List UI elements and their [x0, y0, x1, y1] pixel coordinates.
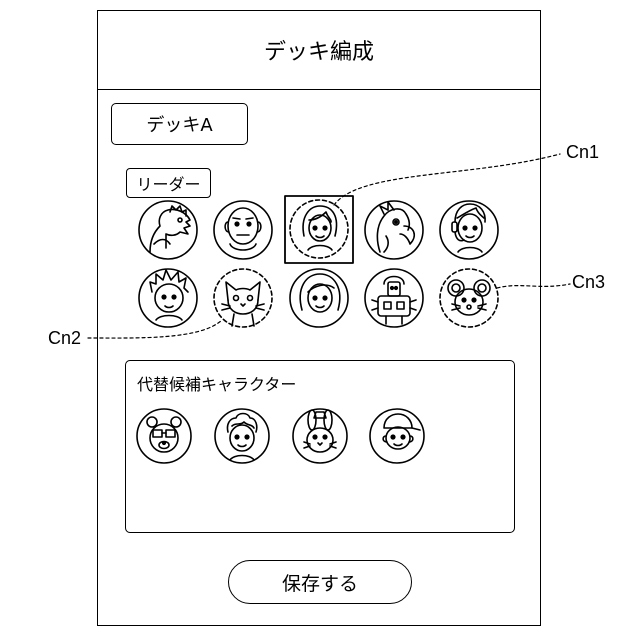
- girl-avatar-icon: [303, 206, 336, 250]
- cat-avatar-icon: [222, 282, 264, 326]
- callout-cn2: Cn2: [48, 328, 81, 349]
- callout-line-cn2: [88, 320, 222, 338]
- woman-avatar-icon: [300, 274, 340, 312]
- deck-slot-1[interactable]: [139, 201, 197, 259]
- deck-slot-3[interactable]: [290, 200, 348, 258]
- cap-boy-avatar-icon: [383, 414, 420, 449]
- rabbit-avatar-icon: [304, 410, 336, 452]
- substitute-slot-1[interactable]: [137, 409, 191, 463]
- substitute-slot-3[interactable]: [293, 409, 347, 463]
- parrot-avatar-icon: [377, 202, 414, 252]
- deck-slot-10[interactable]: [440, 269, 498, 327]
- deck-slot-6[interactable]: [139, 269, 197, 327]
- deck-slot-5[interactable]: [440, 201, 498, 259]
- deck-slot-8[interactable]: [290, 269, 348, 327]
- spiky-hair-boy-avatar-icon: [150, 270, 188, 320]
- substitute-slot-4[interactable]: [370, 409, 424, 463]
- dinosaur-avatar-icon: [150, 206, 190, 252]
- bald-man-avatar-icon: [225, 208, 261, 250]
- deck-slot-9[interactable]: [365, 269, 423, 327]
- robot-avatar-icon: [372, 277, 416, 325]
- curly-hair-boy-avatar-icon: [227, 414, 256, 461]
- substitute-slot-2[interactable]: [215, 409, 269, 463]
- callout-line-cn1: [334, 154, 560, 205]
- mouse-avatar-icon: [448, 280, 490, 315]
- bear-avatar-icon: [147, 417, 181, 452]
- deck-slot-4[interactable]: [365, 201, 423, 259]
- deck-slot-2[interactable]: [214, 201, 272, 259]
- callout-line-cn3: [497, 284, 570, 288]
- callout-cn3: Cn3: [572, 272, 605, 293]
- deck-slot-7[interactable]: [214, 269, 272, 327]
- callout-cn1: Cn1: [566, 142, 599, 163]
- headset-boy-avatar-icon: [452, 204, 485, 252]
